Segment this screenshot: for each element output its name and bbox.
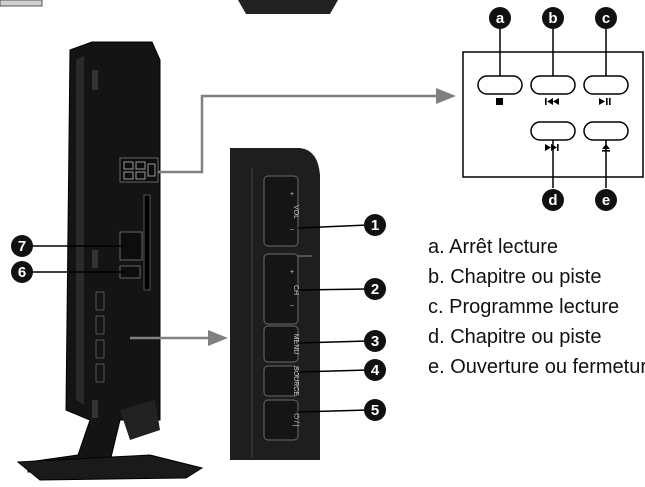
- callout-b: b: [548, 10, 557, 27]
- previous-icon: [545, 98, 559, 105]
- callout-5-badge: [364, 399, 386, 421]
- callout-a: a: [496, 10, 505, 27]
- play-pause-button: [583, 75, 629, 95]
- callout-3: 3: [371, 333, 379, 350]
- tv-side-body: [16, 41, 204, 481]
- callout-e: e: [602, 192, 610, 209]
- next-icon: [545, 144, 559, 151]
- ch-button: [263, 253, 299, 325]
- callout-d: d: [548, 192, 557, 209]
- dvd-controls-box: [462, 28, 644, 188]
- vol-plus-label: +: [290, 191, 294, 198]
- eject-icon: [602, 144, 610, 152]
- ch-plus-label: +: [290, 269, 294, 276]
- callout-c-badge: [595, 7, 617, 29]
- stop-button: [477, 75, 523, 95]
- callout-6-badge: [11, 261, 33, 283]
- ch-label: CH: [292, 285, 299, 295]
- power-label: ⏻ / |: [292, 413, 300, 426]
- legend-item-c: c. Programme lecture: [428, 296, 620, 318]
- callout-6: 6: [18, 264, 26, 281]
- callout-2: 2: [371, 281, 379, 298]
- disc-slot: [143, 194, 151, 291]
- arrow-head-right-top: [436, 88, 456, 104]
- vol-button: [263, 175, 299, 247]
- legend-list: a. Arrêt lecture b. Chapitre ou piste c.…: [428, 232, 645, 382]
- callout-a-badge: [489, 7, 511, 29]
- legend-item-a: a. Arrêt lecture: [428, 236, 559, 258]
- callout-4: 4: [371, 362, 380, 379]
- callout-4-badge: [364, 359, 386, 381]
- source-label: SOURCE: [292, 366, 299, 396]
- power-button: [263, 399, 299, 441]
- previous-button: [530, 75, 576, 95]
- legend-item-e: e. Ouverture ou fermeture: [428, 356, 645, 378]
- arrow-head-right-bottom: [208, 330, 228, 346]
- callout-e-badge: [595, 189, 617, 211]
- callout-7-badge: [11, 235, 33, 257]
- callout-1: 1: [371, 217, 379, 234]
- callout-c: c: [602, 10, 610, 27]
- stop-icon: [496, 98, 503, 105]
- numbered-callout-lines: [30, 224, 369, 413]
- callout-2-badge: [364, 278, 386, 300]
- callout-3-badge: [364, 330, 386, 352]
- callout-d-badge: [542, 189, 564, 211]
- next-button: [530, 121, 576, 141]
- eject-button: [583, 121, 629, 141]
- legend-item-d: d. Chapitre ou piste: [428, 326, 602, 348]
- menu-button: [263, 325, 299, 363]
- callout-b-badge: [542, 7, 564, 29]
- vol-label: VOL: [292, 205, 299, 219]
- tv-stand-base: [16, 454, 204, 481]
- pointer-arrows: [130, 94, 438, 340]
- vol-minus-label: −: [290, 227, 294, 234]
- menu-label: MENU: [292, 334, 299, 355]
- source-button: [263, 365, 299, 397]
- top-left-fragment: [0, 0, 43, 7]
- callout-1-badge: [364, 214, 386, 236]
- ch-minus-label: −: [290, 303, 294, 310]
- play-pause-icon: [599, 98, 611, 105]
- control-panel-zoom: [230, 148, 320, 460]
- top-stand-fragment: [238, 0, 338, 14]
- legend-item-b: b. Chapitre ou piste: [428, 266, 602, 288]
- callout-7: 7: [18, 238, 26, 255]
- callout-5: 5: [371, 402, 379, 419]
